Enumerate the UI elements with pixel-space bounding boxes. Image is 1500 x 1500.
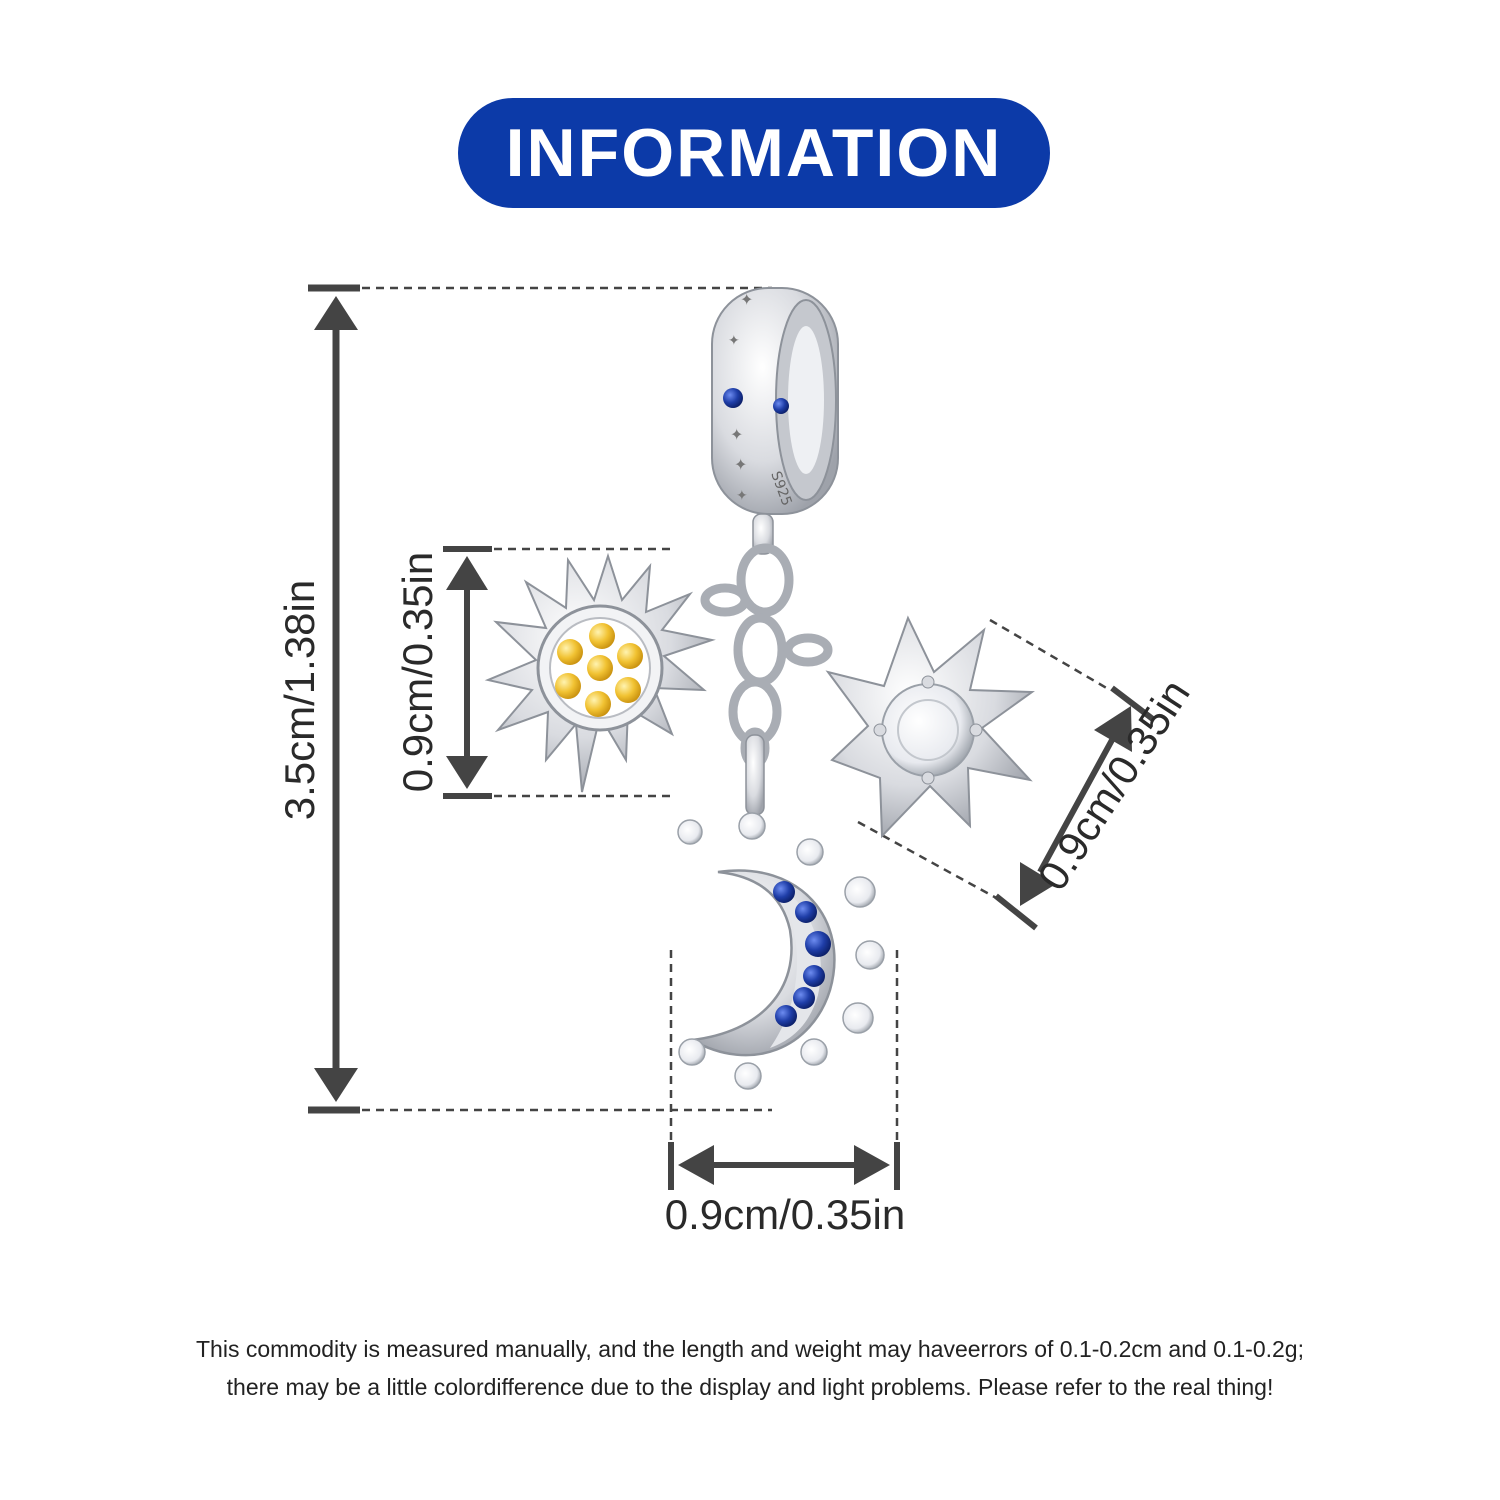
banner-title: INFORMATION bbox=[505, 115, 1003, 191]
information-banner: INFORMATION bbox=[458, 98, 1050, 208]
spacer-bead-icon: ✦ ✦ ✦ ✦ ✦ S925 bbox=[711, 287, 839, 555]
svg-text:✦: ✦ bbox=[740, 290, 753, 309]
star-charm-icon bbox=[825, 615, 1035, 839]
total-height-dimension bbox=[308, 284, 772, 1114]
disclaimer-line-2: there may be a little colordifference du… bbox=[226, 1374, 1274, 1400]
svg-text:✦: ✦ bbox=[730, 425, 743, 444]
disclaimer: This commodity is measured manually, and… bbox=[0, 1330, 1500, 1406]
svg-text:✦: ✦ bbox=[736, 488, 748, 504]
moon-charm-icon bbox=[677, 734, 885, 1090]
svg-text:✦: ✦ bbox=[728, 333, 740, 349]
sun-height-dimension bbox=[443, 546, 670, 799]
sun-height-label: 0.9cm/0.35in bbox=[394, 551, 441, 793]
total-height-label: 3.5cm/1.38in bbox=[276, 579, 323, 821]
svg-text:✦: ✦ bbox=[734, 455, 747, 474]
moon-width-label: 0.9cm/0.35in bbox=[664, 1191, 906, 1238]
sun-charm-icon bbox=[484, 552, 716, 793]
jump-rings bbox=[700, 543, 833, 769]
disclaimer-line-1: This commodity is measured manually, and… bbox=[196, 1336, 1304, 1362]
star-width-dimension bbox=[857, 618, 1156, 931]
moon-width-dimension bbox=[668, 950, 900, 1190]
